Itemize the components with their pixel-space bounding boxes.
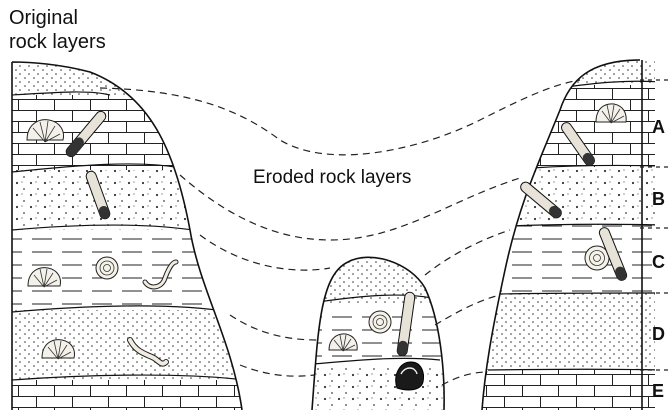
right-layer-c-shale	[470, 225, 660, 293]
right-layer-e-limestone	[470, 370, 660, 410]
ammonite-fossil-icon	[369, 311, 391, 333]
layer-label-b: B	[652, 189, 665, 209]
eroded-layers-label: Eroded rock layers	[253, 167, 411, 188]
layer-label-e: E	[652, 381, 664, 401]
layer-label-a: A	[652, 117, 665, 137]
middle-layer-d-sandstone	[300, 365, 460, 410]
left-layer-b-sandstone	[0, 170, 260, 230]
layer-label-c: C	[652, 252, 665, 272]
right-layer-b-sandstone	[470, 167, 660, 225]
left-layer-e-limestone	[0, 380, 260, 410]
title-line-1: Original	[9, 7, 78, 29]
right-rock-column	[470, 55, 660, 410]
ammonite-fossil-icon	[96, 257, 118, 279]
title-line-2: rock layers	[9, 31, 106, 53]
layer-label-d: D	[652, 324, 665, 344]
